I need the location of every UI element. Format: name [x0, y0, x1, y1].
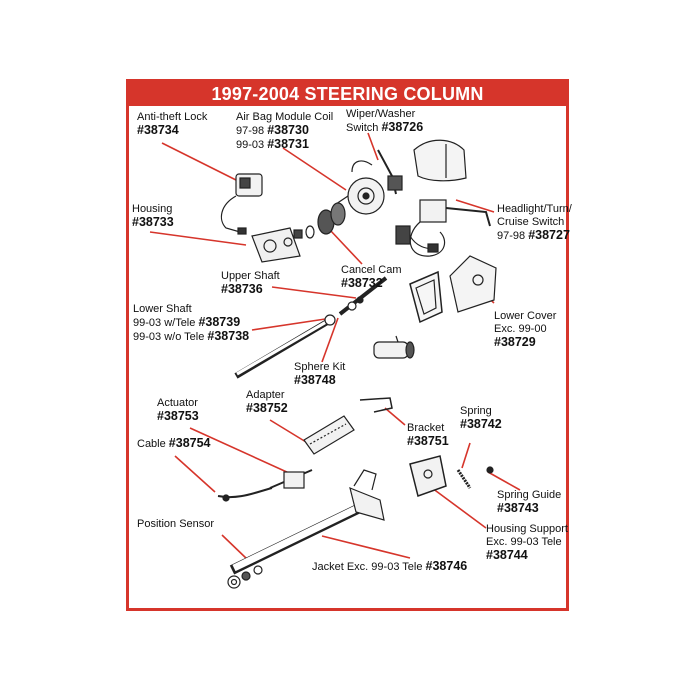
part-wiper-switch: [351, 139, 467, 195]
leader-housing-support: [431, 487, 487, 529]
part-anti-theft-lock: [220, 173, 263, 235]
label-spring-guide: Spring Guide #38743: [497, 489, 562, 515]
part-bracket: [359, 397, 393, 413]
leader-air-bag: [282, 147, 347, 191]
leader-sphere-kit: [321, 317, 339, 363]
part-jacket: [229, 469, 385, 575]
label-cable: Cable #38754: [137, 436, 211, 451]
part-housing-support: [409, 455, 447, 497]
part-adapter: [303, 415, 355, 455]
leader-adapter: [269, 419, 307, 443]
diagram-title: 1997-2004 STEERING COLUMN: [129, 82, 566, 106]
leader-cancel-cam: [329, 229, 363, 265]
label-anti-theft-lock: Anti-theft Lock #38734: [137, 111, 208, 137]
part-lower-cover: [409, 255, 497, 324]
label-lower-cover: Lower Cover Exc. 99-00 #38729: [494, 310, 557, 349]
label-upper-shaft: Upper Shaft #38736: [221, 270, 280, 296]
leader-actuator: [189, 427, 301, 479]
diagram-frame: 1997-2004 STEERING COLUMN: [126, 79, 569, 611]
leader-wiper: [367, 132, 379, 161]
label-bracket: Bracket #38751: [407, 422, 449, 448]
label-actuator: Actuator #38753: [157, 397, 199, 423]
label-adapter: Adapter #38752: [246, 389, 288, 415]
leader-housing: [149, 231, 247, 246]
label-lower-shaft: Lower Shaft 99-03 w/Tele #38739 99-03 w/…: [133, 303, 250, 343]
label-position-sensor: Position Sensor: [137, 518, 215, 530]
part-headlight-switch: [395, 199, 491, 257]
label-headlight-turn-cruise-switch: Headlight/Turn/ Cruise Switch 97-98 #387…: [497, 203, 572, 242]
leader-jacket: [321, 535, 411, 559]
part-air-bag-coil: [335, 177, 385, 215]
leader-bracket: [384, 407, 406, 426]
leader-upper-shaft: [271, 286, 357, 299]
leader-lower-shaft: [251, 317, 333, 331]
leader-cable: [174, 455, 216, 493]
label-spring: Spring #38742: [460, 405, 502, 431]
parts: [217, 139, 497, 589]
part-actuator: [217, 469, 313, 502]
part-lower-shaft: [234, 314, 336, 379]
label-jacket: Jacket Exc. 99-03 Tele #38746: [312, 559, 468, 574]
leader-spring: [461, 442, 471, 469]
leader-spring-guide: [487, 471, 521, 491]
label-air-bag-module-coil: Air Bag Module Coil 97-98 #38730 99-03 #…: [236, 111, 334, 151]
part-housing: [251, 227, 303, 263]
label-housing: Housing #38733: [132, 203, 174, 229]
leader-lines: [149, 132, 521, 561]
leader-anti-theft: [161, 142, 237, 181]
label-sphere-kit: Sphere Kit #38748: [294, 361, 346, 387]
label-cancel-cam: Cancel Cam #38732: [341, 264, 402, 290]
part-position-sensor: [227, 565, 263, 589]
part-upper-shaft: [338, 276, 388, 316]
label-wiper-washer-switch: Wiper/Washer Switch #38726: [346, 108, 424, 134]
part-spring: [456, 466, 494, 489]
leader-headlight: [455, 199, 495, 213]
part-sensor-motor: [373, 335, 415, 359]
part-cancel-cam: [305, 202, 346, 239]
label-housing-support: Housing Support Exc. 99-03 Tele #38744: [486, 523, 568, 562]
leader-position-sensor: [221, 534, 249, 561]
